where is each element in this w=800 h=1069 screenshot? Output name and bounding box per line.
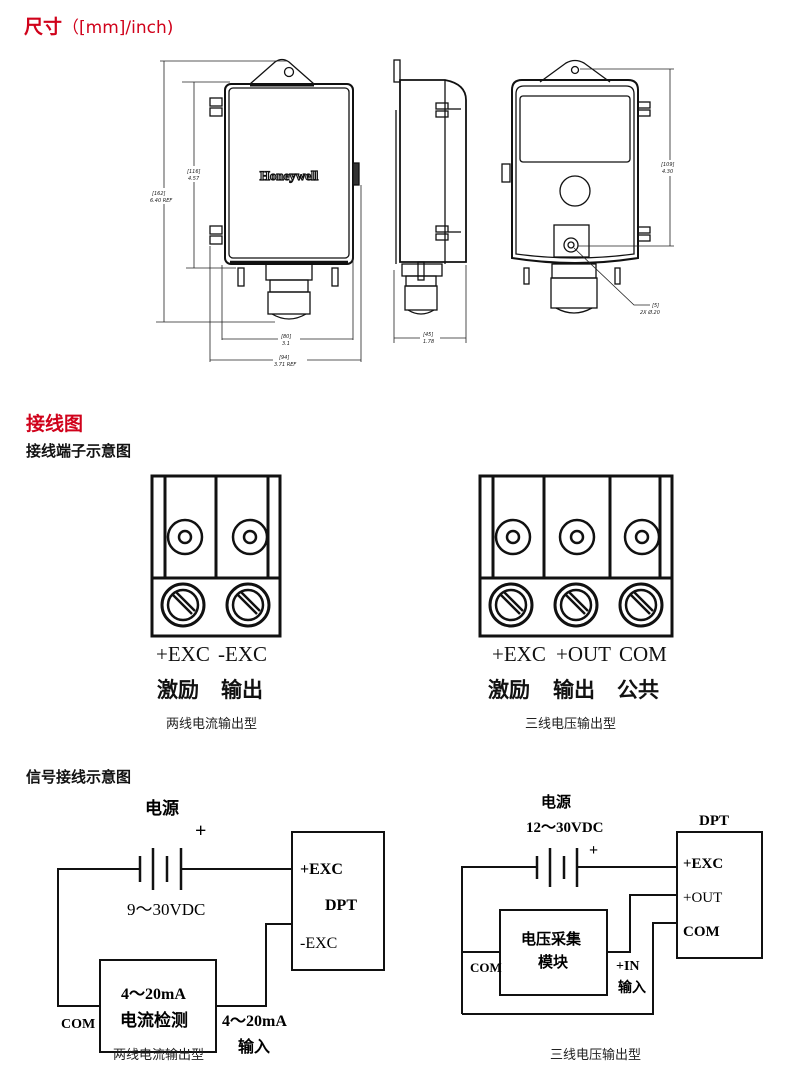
module-line2: 电流检测 — [120, 1010, 188, 1030]
dpt-label: DPT — [699, 813, 729, 829]
circuit-3wire-caption: 三线电压输出型 — [550, 1048, 642, 1063]
svg-text:[162]: [162] — [152, 191, 165, 197]
side-view — [393, 59, 467, 315]
svg-text:3.1: 3.1 — [282, 341, 290, 347]
terminal-block-3wire — [478, 474, 674, 638]
input-line1: +IN — [616, 959, 640, 974]
svg-text:[94]: [94] — [279, 355, 289, 361]
pin-minus-exc: -EXC — [300, 935, 337, 952]
wire-plus-out — [608, 894, 677, 953]
current-module-box — [99, 959, 217, 1053]
svg-text:2X Ø.20: 2X Ø.20 — [640, 309, 660, 316]
side-dimension-labels: [45] 1.78 — [420, 331, 440, 345]
dpt-box — [291, 831, 385, 971]
terminal-screw-2 — [225, 518, 271, 628]
pin-com: COM — [683, 924, 720, 940]
terminal-name-excitation: 激励 — [157, 678, 199, 702]
input-line2: 输入 — [618, 979, 646, 996]
dimensions-heading: 尺寸（[mm]/inch) — [24, 12, 173, 39]
com-label: COM — [470, 960, 502, 975]
terminal-subtitle: 接线端子示意图 — [26, 442, 132, 460]
front-dimension-labels: [162] 6.40 REF [116] 4.57 [80] 3.1 [94] … — [146, 166, 307, 368]
pin-plus-exc: +EXC — [300, 861, 343, 878]
terminal-screw-1 — [488, 518, 534, 628]
back-view — [501, 59, 651, 314]
dimensions-title: 尺寸 — [24, 16, 63, 38]
front-dimension-lines — [156, 60, 362, 362]
voltage-module-box — [499, 909, 608, 996]
wiring-heading: 接线图 — [26, 413, 84, 435]
input-line2: 输入 — [238, 1037, 270, 1056]
terminal-label-com: COM — [619, 642, 667, 666]
svg-text:6.40 REF: 6.40 REF — [150, 198, 172, 204]
module-line1: 4～20mA — [121, 986, 186, 1003]
svg-text:[5]: [5] — [652, 303, 659, 309]
signal-subtitle: 信号接线示意图 — [26, 768, 132, 786]
brand-logo: Honeywell — [260, 168, 319, 183]
voltage-label: 12～30VDC — [526, 820, 604, 836]
terminal-screw-1 — [160, 518, 206, 628]
pin-plus-out: +OUT — [683, 890, 722, 906]
svg-text:[116]: [116] — [187, 169, 200, 175]
wire-com — [57, 868, 140, 1007]
module-line2: 模块 — [538, 953, 569, 971]
terminal-name-excitation: 激励 — [488, 678, 530, 702]
terminal-label-plus-out: +OUT — [556, 642, 612, 666]
circuit-3wire: 电源 12～30VDC + DPT +EXC +OUT COM 电压采集 模块 … — [461, 793, 763, 1015]
back-dimension-lines — [573, 68, 674, 306]
dimensions-unit: （[mm]/inch) — [62, 18, 174, 38]
svg-text:1.78: 1.78 — [423, 339, 434, 345]
terminal-screw-2 — [553, 518, 599, 628]
dpt-label: DPT — [325, 897, 357, 914]
wire-com-left — [461, 866, 537, 1014]
terminal-name-common: 公共 — [617, 678, 659, 702]
three-wire-caption: 三线电压输出型 — [525, 717, 617, 732]
power-label: 电源 — [541, 793, 571, 811]
terminal-name-output: 输出 — [553, 678, 595, 702]
svg-text:4.57: 4.57 — [188, 176, 200, 182]
circuit-2wire: 电源 + 9～30VDC +EXC DPT -EXC 4～20mA 电流检测 C… — [57, 798, 385, 1056]
voltage-label: 9～30VDC — [127, 900, 205, 919]
input-line1: 4～20mA — [222, 1013, 287, 1030]
terminal-label-plus-exc: +EXC — [156, 642, 210, 666]
wire-com-return — [462, 922, 677, 1015]
terminal-screw-3 — [618, 518, 664, 628]
terminal-name-output: 输出 — [221, 678, 263, 702]
dimension-drawings: Honeywell [162] 6.40 REF [116] 4.57 [80]… — [146, 58, 680, 368]
svg-text:[109]: [109] — [661, 162, 674, 168]
svg-text:3.71 REF: 3.71 REF — [274, 362, 296, 368]
svg-text:[80]: [80] — [281, 334, 291, 340]
two-wire-caption: 两线电流输出型 — [166, 717, 258, 732]
plus-sign: + — [589, 842, 598, 859]
terminal-block-2wire — [150, 474, 282, 638]
plus-sign: + — [195, 820, 206, 842]
back-dimension-labels: [109] 4.30 [5] 2X Ø.20 — [640, 160, 680, 316]
front-view — [209, 58, 360, 320]
svg-text:4.30: 4.30 — [662, 169, 673, 175]
terminal-label-minus-exc: -EXC — [218, 642, 267, 666]
power-label: 电源 — [145, 798, 179, 818]
terminal-label-plus-exc: +EXC — [492, 642, 546, 666]
pin-plus-exc: +EXC — [683, 856, 723, 872]
wire-minus-exc — [216, 923, 292, 1007]
module-line1: 电压采集 — [521, 930, 582, 948]
circuit-2wire-caption: 两线电流输出型 — [113, 1048, 205, 1063]
com-label: COM — [61, 1017, 95, 1032]
svg-text:[45]: [45] — [423, 332, 433, 338]
